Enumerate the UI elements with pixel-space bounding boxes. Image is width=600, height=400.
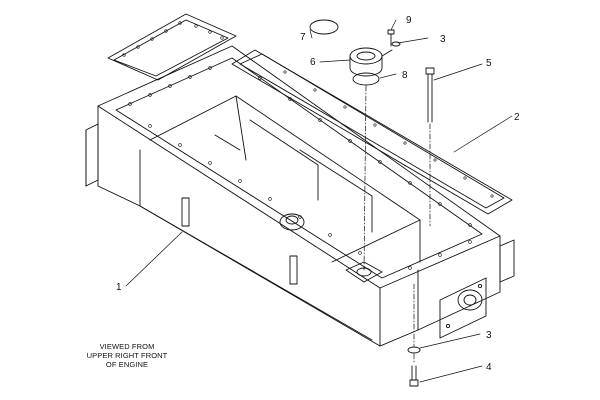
callout-2: 2 xyxy=(514,112,520,123)
callout-5: 5 xyxy=(486,58,492,69)
end-cover-plate xyxy=(439,277,487,339)
callout-9: 9 xyxy=(406,15,412,26)
callout-3-top: 3 xyxy=(440,34,446,45)
bolt-4 xyxy=(409,365,419,387)
callout-7: 7 xyxy=(300,32,306,43)
callout-labels: 1 2 3 3 4 5 6 7 8 9 xyxy=(116,15,520,373)
callout-4: 4 xyxy=(486,362,492,373)
pan-gasket-holes xyxy=(283,70,494,198)
bolt-9 xyxy=(387,29,395,47)
callout-1: 1 xyxy=(116,282,122,293)
view-note-line-1: VIEWED FROM xyxy=(99,342,155,351)
view-note-line-3: OF ENGINE xyxy=(105,360,149,369)
callout-6: 6 xyxy=(310,57,316,68)
view-orientation-note: VIEWED FROM UPPER RIGHT FRONT OF ENGINE xyxy=(72,342,182,369)
view-note-line-2: UPPER RIGHT FRONT xyxy=(86,351,168,360)
washer-3-bottom xyxy=(407,346,421,354)
seal-ring-7 xyxy=(309,19,339,35)
adapter-6 xyxy=(349,47,393,77)
washer-3-top xyxy=(391,41,401,47)
upper-gasket-holes xyxy=(122,21,224,57)
callout-3-bottom: 3 xyxy=(486,330,492,341)
pan-side-details xyxy=(181,197,383,285)
callout-8: 8 xyxy=(402,70,408,81)
upper-gasket xyxy=(107,13,237,81)
oil-pan xyxy=(85,45,515,347)
assembly-lines xyxy=(363,85,431,365)
pan-gasket xyxy=(231,49,513,215)
leader-lines xyxy=(125,19,513,383)
bolt-5 xyxy=(425,67,435,123)
o-ring-8 xyxy=(352,72,380,86)
pan-flange-holes xyxy=(128,66,472,270)
